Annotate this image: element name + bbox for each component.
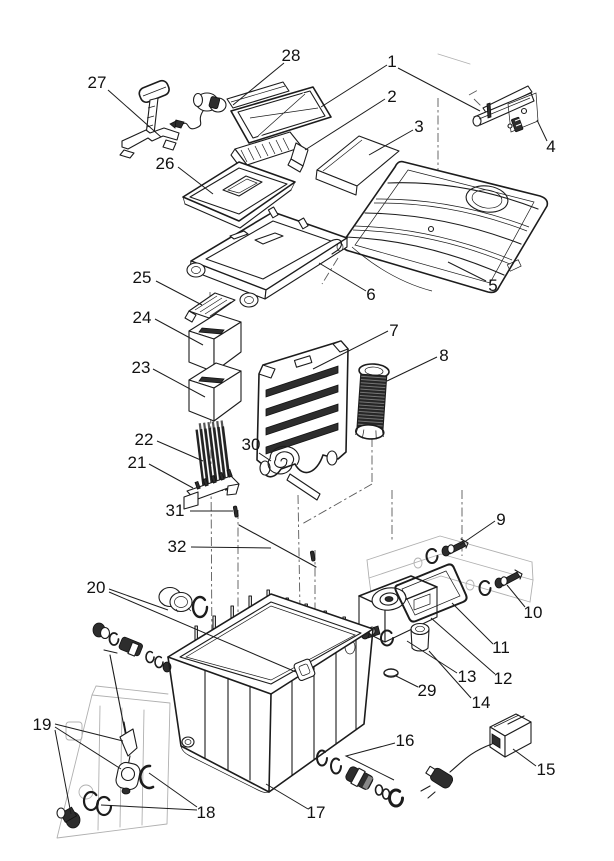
leader-line-8 <box>386 356 438 382</box>
part-32-pin-long <box>238 524 317 568</box>
leader-line-25 <box>155 280 203 306</box>
part-27-stand-clamp <box>119 79 180 159</box>
part-3-flat-cover <box>315 135 400 196</box>
part-28-pump-motor <box>169 92 227 130</box>
part-17-container <box>167 589 374 794</box>
callout-32: 32 <box>168 537 187 556</box>
callout-21: 21 <box>128 453 147 472</box>
callout-25: 25 <box>133 268 152 287</box>
leader-line-3 <box>368 129 414 156</box>
part-6-carrier-frame <box>186 206 348 308</box>
part-25-grate <box>184 292 236 323</box>
leader-line-5 <box>447 261 487 282</box>
callout-16: 16 <box>396 731 415 750</box>
leader-line-16 <box>344 742 396 781</box>
callout-6: 6 <box>366 285 375 304</box>
callout-15: 15 <box>537 760 556 779</box>
callout-22: 22 <box>135 430 154 449</box>
callout-28: 28 <box>282 46 301 65</box>
callout-12: 12 <box>494 669 513 688</box>
part-26-strainer-basket <box>182 161 296 229</box>
part-5-lid <box>341 160 549 294</box>
leader-line-9 <box>459 520 496 546</box>
part-19-drain-lever-kit <box>115 721 141 795</box>
part-23-foam-block <box>188 362 242 422</box>
leader-line-7 <box>312 330 389 370</box>
part-21-base-bracket <box>183 468 240 510</box>
callout-1: 1 <box>387 52 396 71</box>
callout-31: 31 <box>166 501 185 520</box>
leader-line-1 <box>320 64 481 112</box>
leader-line-27 <box>107 89 162 138</box>
callout-26: 26 <box>156 154 175 173</box>
part-9-screw <box>425 538 469 564</box>
leader-line-11 <box>451 602 494 645</box>
leader-line-21 <box>148 463 194 489</box>
leader-line-15 <box>512 748 537 767</box>
leader-line-28 <box>232 62 285 106</box>
part-11-gasket <box>394 563 468 623</box>
part-31-pin-short <box>232 505 239 518</box>
leader-line-23 <box>152 368 206 398</box>
leader-line-30 <box>258 452 272 462</box>
leader-line-32 <box>190 546 272 549</box>
callout-3: 3 <box>414 117 423 136</box>
callout-5: 5 <box>488 276 497 295</box>
leader-line-2 <box>304 98 386 151</box>
callout-4: 4 <box>546 137 555 156</box>
callout-20: 20 <box>87 578 106 597</box>
part-4-latch-bracket <box>472 85 539 133</box>
callout-14: 14 <box>472 693 491 712</box>
callout-labels: 1 2 3 4 5 6 7 8 9 10 11 12 13 14 15 16 1… <box>33 46 556 822</box>
part-30-coil-spring <box>267 445 321 501</box>
part-2-ribbed-bar <box>230 131 309 173</box>
part-15-power-supply <box>420 713 532 799</box>
leader-line-19 <box>54 723 124 815</box>
leader-line-4 <box>536 119 548 142</box>
callout-2: 2 <box>387 87 396 106</box>
part-10-screw <box>478 569 523 596</box>
callout-13: 13 <box>458 667 477 686</box>
leader-line-24 <box>154 318 204 346</box>
part-7-slotted-panel <box>256 340 349 478</box>
callout-9: 9 <box>496 510 505 529</box>
leader-line-12 <box>430 617 496 675</box>
callout-24: 24 <box>133 308 152 327</box>
part-14-outlet-stub <box>410 622 430 652</box>
callout-17: 17 <box>307 803 326 822</box>
callout-23: 23 <box>132 358 151 377</box>
leader-line-13 <box>406 640 458 674</box>
leader-lines <box>54 62 548 815</box>
part-20-bulkhead-fitting <box>92 586 209 743</box>
leader-line-10 <box>506 584 526 608</box>
part-18-seal-kit <box>56 764 155 829</box>
leader-line-14 <box>428 650 472 699</box>
callout-30: 30 <box>242 435 261 454</box>
leader-line-22 <box>156 440 204 462</box>
callout-27: 27 <box>88 73 107 92</box>
callout-18: 18 <box>197 803 216 822</box>
callout-7: 7 <box>389 321 398 340</box>
part-29-grommet <box>383 668 399 678</box>
part-16-hose-tail-set <box>316 749 404 808</box>
leader-line-17 <box>265 783 309 810</box>
callout-10: 10 <box>524 603 543 622</box>
leader-line-26 <box>177 166 214 195</box>
part-1-strainer-tray <box>226 81 332 144</box>
leader-line-20 <box>108 588 297 673</box>
leader-line-6 <box>318 262 367 292</box>
callout-8: 8 <box>439 346 448 365</box>
part-8-ribbed-cartridge <box>354 363 390 440</box>
callout-11: 11 <box>492 638 510 657</box>
callout-19: 19 <box>33 715 52 734</box>
leader-line-29 <box>395 675 419 688</box>
callout-29: 29 <box>418 681 437 700</box>
leader-line-18 <box>100 772 198 811</box>
